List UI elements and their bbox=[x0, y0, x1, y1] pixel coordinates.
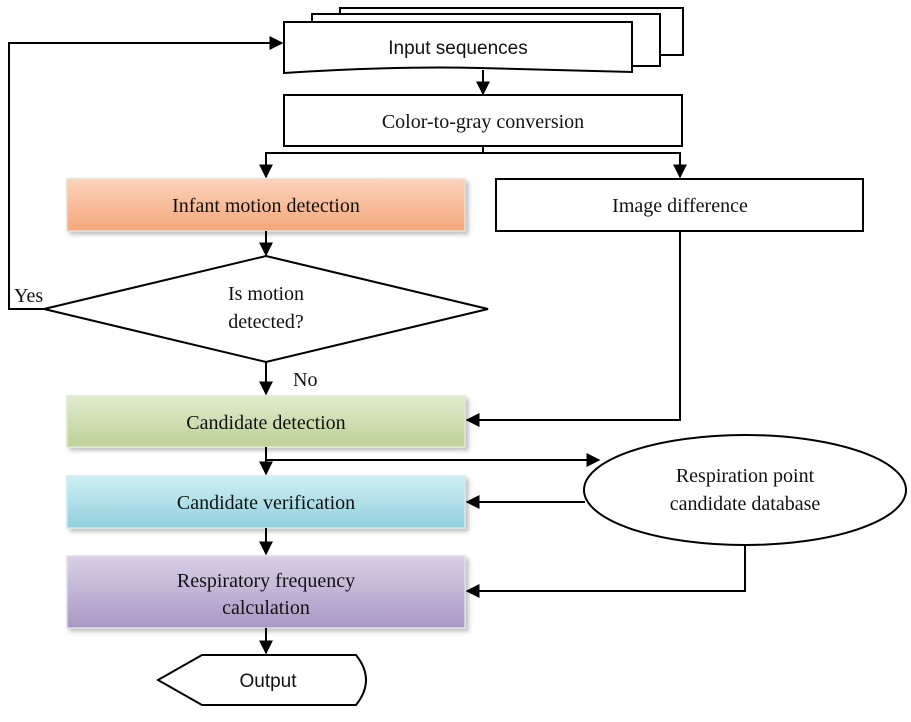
yes-edge-label: Yes bbox=[14, 285, 43, 307]
respiratory-frequency-node: Respiratory frequency calculation bbox=[66, 555, 466, 629]
input-sequences-label: Input sequences bbox=[388, 38, 527, 59]
input-sequences-node: Input sequences bbox=[283, 7, 684, 75]
candidate-verification-label: Candidate verification bbox=[177, 492, 355, 514]
connectors bbox=[8, 36, 746, 655]
candidate-detection-label: Candidate detection bbox=[186, 412, 345, 434]
arrow-database-to-respiratory bbox=[465, 545, 746, 598]
motion-decision-node: Is motion detected? bbox=[43, 254, 489, 364]
color-to-gray-label: Color-to-gray conversion bbox=[382, 111, 584, 133]
decision-label-line1: Is motion bbox=[228, 283, 304, 305]
decision-label-line2: detected? bbox=[228, 311, 304, 333]
output-label: Output bbox=[239, 671, 297, 692]
respiratory-label-line1: Respiratory frequency bbox=[177, 570, 355, 592]
database-label-line1: Respiration point bbox=[676, 465, 815, 487]
arrow-gray-to-image-difference bbox=[483, 152, 687, 179]
output-node: Output bbox=[155, 654, 367, 706]
image-difference-label: Image difference bbox=[612, 195, 748, 217]
database-label-line2: candidate database bbox=[670, 493, 821, 515]
infant-motion-label: Infant motion detection bbox=[172, 195, 360, 217]
respiratory-label-line2: calculation bbox=[222, 597, 310, 619]
arrow-image-difference-to-candidate bbox=[465, 231, 681, 427]
no-edge-label: No bbox=[293, 369, 317, 391]
arrow-yes-loop bbox=[8, 36, 284, 310]
candidate-verification-node: Candidate verification bbox=[66, 475, 466, 529]
candidate-detection-node: Candidate detection bbox=[66, 395, 466, 448]
split-gray-output bbox=[259, 146, 484, 179]
color-to-gray-node: Color-to-gray conversion bbox=[283, 94, 683, 147]
arrow-detection-to-database bbox=[265, 447, 601, 467]
image-difference-node: Image difference bbox=[495, 178, 864, 232]
infant-motion-detection-node: Infant motion detection bbox=[66, 178, 466, 232]
respiration-database-node: Respiration point candidate database bbox=[583, 434, 907, 546]
